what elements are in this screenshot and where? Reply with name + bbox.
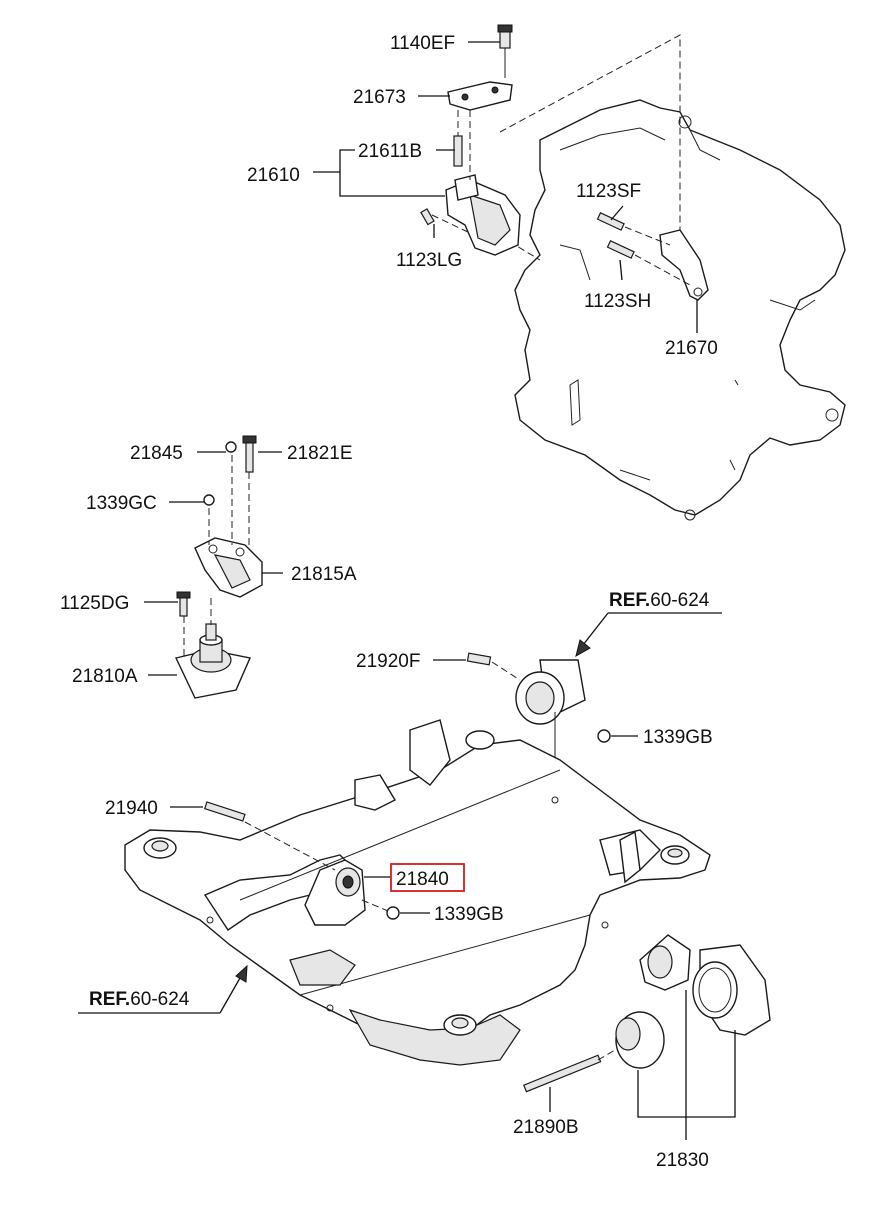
label-1339GC[interactable]: 1339GC: [86, 493, 157, 514]
label-21610[interactable]: 21610: [247, 165, 300, 186]
label-1123LG[interactable]: 1123LG: [396, 250, 462, 271]
bracket-21670: [596, 211, 709, 301]
label-21670[interactable]: 21670: [665, 338, 718, 359]
transmission-mount-21810A: [174, 591, 251, 699]
label-21845[interactable]: 21845: [130, 443, 183, 464]
rear-mount-bushing: [466, 652, 611, 790]
label-1140EF[interactable]: 1140EF: [390, 33, 455, 54]
label-21815A[interactable]: 21815A: [291, 564, 357, 585]
label-21673[interactable]: 21673: [353, 87, 406, 108]
engine-mount-bracket-21610: [445, 24, 521, 256]
label-1123SF[interactable]: 1123SF: [576, 181, 641, 202]
label-1339GB-top[interactable]: 1339GB: [643, 727, 713, 748]
leader-lines: [144, 41, 736, 1140]
rear-mount-assembly-21830: [523, 934, 771, 1093]
label-21840[interactable]: 21840: [396, 869, 449, 890]
label-21920F[interactable]: 21920F: [356, 651, 420, 672]
ref-left[interactable]: REF.60-624: [89, 989, 190, 1010]
label-21940[interactable]: 21940: [105, 798, 158, 819]
front-subframe: [124, 719, 711, 1066]
ref-arrow-top: [575, 612, 722, 658]
assembly-dash-line: [499, 34, 681, 235]
engine-block: [514, 99, 846, 521]
ref-arrow-left: [78, 964, 248, 1014]
label-21810A[interactable]: 21810A: [72, 666, 138, 687]
transmission-mount-bracket-21815A: [194, 435, 263, 598]
bolt-1123LG: [420, 208, 471, 234]
label-21821E[interactable]: 21821E: [287, 443, 353, 464]
label-1125DG[interactable]: 1125DG: [60, 593, 129, 614]
ref-top[interactable]: REF.60-624: [609, 590, 710, 611]
label-1339GB-mid[interactable]: 1339GB: [434, 904, 504, 925]
label-1123SH[interactable]: 1123SH: [584, 291, 651, 312]
label-21830[interactable]: 21830: [656, 1150, 709, 1171]
label-21890B[interactable]: 21890B: [513, 1117, 579, 1138]
label-21611B[interactable]: 21611B: [358, 141, 422, 162]
highlight-box-21840: [390, 863, 465, 892]
front-mount-21840: [203, 801, 400, 926]
